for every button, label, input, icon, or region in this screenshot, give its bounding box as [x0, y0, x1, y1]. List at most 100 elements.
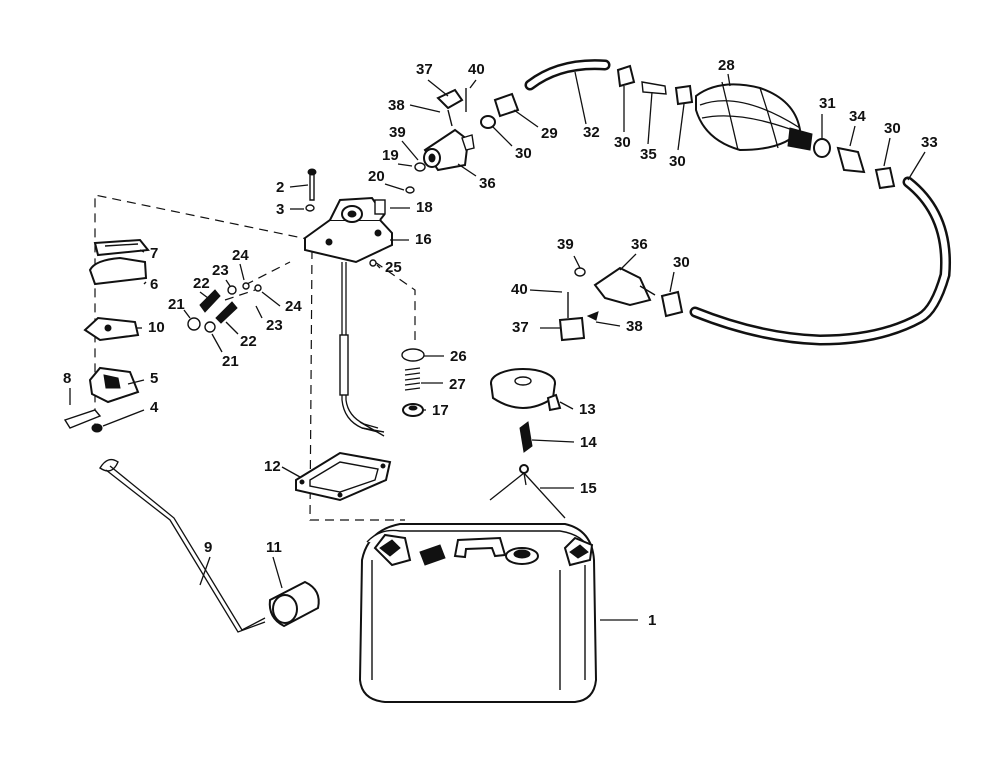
callout-30: 30 — [614, 86, 631, 151]
callout-number: 21 — [222, 353, 239, 370]
callout-leader-line — [491, 125, 513, 147]
callout-leader-line — [647, 91, 653, 145]
callout-leader-line — [469, 79, 477, 89]
callout-number: 30 — [515, 145, 532, 162]
callout-27: 27 — [421, 376, 466, 393]
callout-leader-line — [384, 183, 405, 191]
callout-number: 31 — [819, 95, 836, 112]
callout-number: 37 — [416, 61, 433, 78]
callout-number: 5 — [150, 370, 158, 387]
callout-number: 39 — [389, 124, 406, 141]
callout-17: 17 — [423, 402, 449, 419]
callout-leader-line — [573, 255, 581, 269]
callout-number: 30 — [669, 153, 686, 170]
callout-leader-line — [574, 71, 587, 125]
cap-retainer — [489, 464, 566, 519]
callout-number: 8 — [63, 370, 71, 387]
fasteners — [305, 162, 426, 212]
callout-number: 36 — [631, 236, 648, 253]
callout-30: 30 — [669, 254, 690, 293]
callout-number: 18 — [416, 199, 433, 216]
callout-25: 25 — [376, 259, 402, 276]
callout-number: 38 — [388, 97, 405, 114]
cap-chain — [519, 421, 533, 453]
callout-leader-line — [199, 556, 211, 586]
callout-leader-line — [559, 401, 574, 410]
callout-number: 29 — [541, 125, 558, 142]
callout-number: 7 — [150, 245, 158, 262]
callout-number: 3 — [276, 201, 284, 218]
assembly-guide-lines — [94, 194, 416, 521]
callout-number: 25 — [385, 259, 402, 276]
callout-number: 1 — [648, 612, 656, 629]
callout-number: 15 — [580, 480, 597, 497]
callout-leader-line — [281, 466, 301, 478]
callout-40: 40 — [468, 61, 485, 89]
callout-22: 22 — [225, 321, 257, 350]
callout-15: 15 — [540, 480, 597, 497]
callout-leader-line — [225, 321, 239, 335]
head-gasket — [295, 451, 392, 502]
callout-number: 37 — [512, 319, 529, 336]
callout-number: 23 — [212, 262, 229, 279]
callout-leader-line — [669, 271, 675, 293]
fuel-hose-lower — [689, 176, 952, 346]
callout-leader-line — [677, 103, 685, 151]
callout-leader-line — [883, 137, 891, 167]
callout-number: 24 — [232, 247, 249, 264]
callout-leader-line — [457, 163, 477, 177]
callout-3: 3 — [276, 201, 304, 218]
callout-leader-line — [409, 104, 441, 113]
callout-number: 4 — [150, 399, 159, 416]
primer-bulb — [695, 81, 813, 152]
callout-number: 13 — [579, 401, 596, 418]
callout-number: 26 — [450, 348, 467, 365]
callout-leader-line — [513, 109, 539, 128]
callout-39: 39 — [557, 236, 581, 269]
callout-leader-line — [255, 305, 263, 319]
hose-fittings-lower — [813, 138, 896, 190]
callout-12: 12 — [264, 458, 301, 478]
callout-number: 19 — [382, 147, 399, 164]
callout-number: 17 — [432, 402, 449, 419]
callout-24: 24 — [232, 247, 249, 281]
callout-20: 20 — [368, 168, 405, 191]
callout-8: 8 — [63, 370, 71, 405]
callout-leader-line — [102, 409, 145, 427]
callout-leader-line — [225, 279, 231, 287]
callout-30: 30 — [669, 103, 686, 170]
callout-leader-line — [529, 289, 563, 293]
callout-leader-line — [289, 184, 309, 188]
callout-number: 30 — [673, 254, 690, 271]
callout-number: 22 — [240, 333, 257, 350]
callout-leader-line — [401, 140, 419, 161]
callout-34: 34 — [849, 108, 866, 147]
check-valve-parts — [369, 259, 425, 417]
callout-39: 39 — [389, 124, 419, 161]
filler-cap — [490, 368, 562, 412]
fuel-hose-upper — [524, 59, 611, 91]
callout-number: 28 — [718, 57, 735, 74]
callout-leader-line — [397, 163, 413, 167]
callout-number: 35 — [640, 146, 657, 163]
callout-leader-line — [139, 249, 145, 253]
callout-19: 19 — [382, 147, 413, 167]
callout-37: 37 — [416, 61, 449, 97]
callout-number: 12 — [264, 458, 281, 475]
float-arm — [99, 458, 266, 633]
pickup-head — [304, 196, 393, 264]
callout-4: 4 — [102, 399, 159, 427]
callout-leader-line — [595, 321, 621, 327]
callout-number: 36 — [479, 175, 496, 192]
callout-30: 30 — [491, 125, 532, 162]
callout-24: 24 — [261, 291, 302, 315]
callout-14: 14 — [531, 434, 597, 451]
callout-36: 36 — [457, 163, 496, 192]
callout-21: 21 — [211, 333, 239, 370]
callout-6: 6 — [143, 276, 158, 293]
callout-13: 13 — [559, 401, 596, 418]
callout-29: 29 — [513, 109, 558, 142]
callout-number: 32 — [583, 124, 600, 141]
fuel-tank — [358, 523, 598, 703]
callout-number: 38 — [626, 318, 643, 335]
